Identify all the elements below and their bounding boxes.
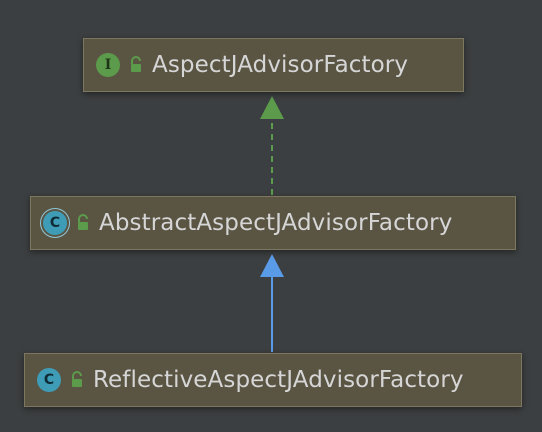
interface-node-aspectj-advisor-factory[interactable]: I AspectJAdvisorFactory <box>83 38 464 92</box>
abstract-class-node-abstract-aspectj-advisor-factory[interactable]: C AbstractAspectJAdvisorFactory <box>30 196 516 250</box>
class-node-reflective-aspectj-advisor-factory[interactable]: C ReflectiveAspectJAdvisorFactory <box>24 353 522 407</box>
class-icon: C <box>37 368 61 392</box>
public-lock-icon <box>72 371 82 387</box>
node-label: AbstractAspectJAdvisorFactory <box>99 210 453 236</box>
implements-arrowhead <box>260 96 284 119</box>
interface-icon: I <box>96 53 120 77</box>
abstract-class-icon: C <box>43 211 67 235</box>
public-lock-icon <box>131 56 141 72</box>
node-label: AspectJAdvisorFactory <box>152 52 409 78</box>
extends-arrowhead <box>260 254 284 277</box>
public-lock-icon <box>78 214 88 230</box>
node-label: ReflectiveAspectJAdvisorFactory <box>93 367 464 393</box>
